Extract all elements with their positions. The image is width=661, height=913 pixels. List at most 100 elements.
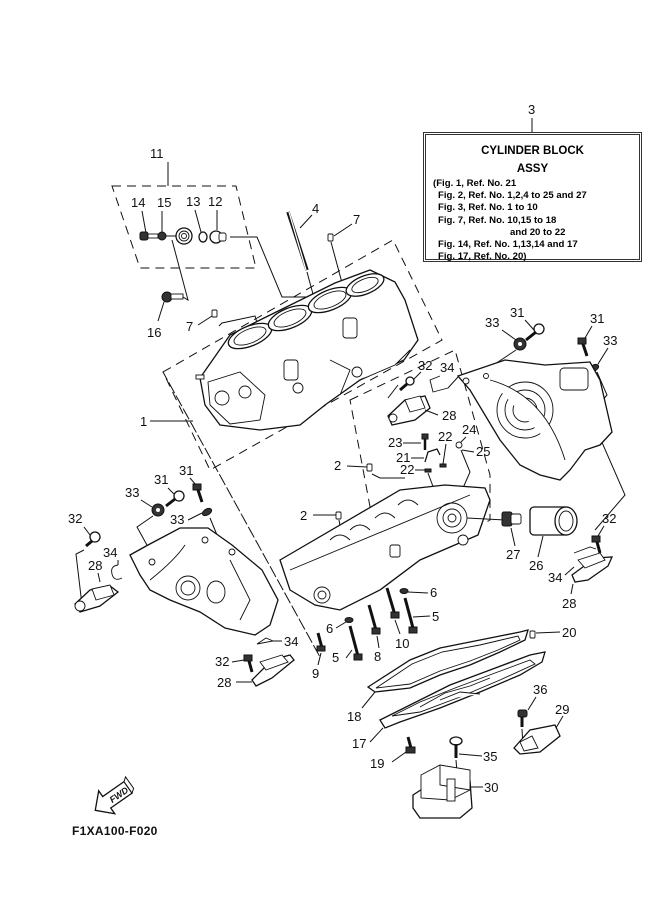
front-cover-icon — [129, 527, 279, 636]
bolt-16-icon — [161, 291, 184, 303]
info-line: Fig. 17, Ref. No. 20) — [438, 251, 527, 263]
crankcase-group-outline-lower — [162, 371, 321, 658]
bolt-8-icon — [367, 604, 381, 635]
bolt-32c-icon — [85, 531, 101, 548]
bolt-19-icon — [405, 736, 416, 754]
callout-31b: 31 — [590, 311, 604, 326]
leader-6a — [407, 591, 429, 594]
bolt-5a-icon — [403, 597, 418, 634]
o-ring-13-icon — [198, 231, 208, 243]
callout-27: 27 — [506, 547, 520, 562]
washer-6b-icon — [344, 617, 354, 623]
group-11-outline — [111, 185, 257, 269]
leader-27 — [510, 527, 516, 547]
info-title: CYLINDER BLOCK — [481, 145, 584, 157]
cylinder-block-icon — [195, 269, 419, 431]
protector-30-icon — [412, 764, 473, 819]
leader-10 — [394, 619, 401, 635]
leader-6b — [335, 621, 347, 629]
cap-24-icon — [455, 441, 463, 449]
info-line: and 20 to 22 — [510, 226, 566, 238]
callout-35: 35 — [483, 749, 497, 764]
callout-16: 16 — [147, 325, 161, 340]
leader-cover-to-16 — [171, 239, 189, 302]
leader-35 — [458, 753, 483, 757]
leader-13 — [194, 209, 202, 233]
bolt-32d-icon — [243, 654, 254, 673]
bolt-23-icon — [421, 433, 429, 450]
mount-28d-icon — [251, 654, 295, 687]
valve-12-icon — [209, 230, 227, 244]
callout-31a: 31 — [510, 305, 524, 320]
leader-28b — [570, 583, 574, 595]
leader-4 — [299, 214, 313, 229]
callout-34c: 34 — [103, 545, 117, 560]
oil-pan-17-icon — [379, 651, 546, 729]
seal-22b-icon — [424, 468, 432, 473]
fwd-arrow-icon: FWD — [94, 775, 135, 815]
leader-31c — [167, 487, 175, 495]
callout-21: 21 — [396, 450, 410, 465]
callout-12: 12 — [208, 194, 222, 209]
callout-11: 11 — [150, 146, 164, 161]
callout-15: 15 — [157, 195, 171, 210]
bolt-31b-icon — [577, 337, 589, 357]
leader-8 — [376, 635, 380, 649]
callout-8: 8 — [374, 649, 381, 664]
callout-30: 30 — [484, 780, 498, 795]
callout-36: 36 — [533, 682, 547, 697]
callout-33c: 33 — [125, 485, 139, 500]
callout-7b: 7 — [186, 319, 193, 334]
bolt-32a-icon — [399, 376, 415, 392]
pad-29-icon — [513, 724, 561, 755]
callout-32d: 32 — [215, 654, 229, 669]
info-line: Fig. 7, Ref. No. 10,15 to 18 — [438, 214, 557, 226]
leader-22a — [442, 443, 447, 465]
leader-24 — [460, 436, 467, 443]
leader-12-to-block — [230, 236, 320, 298]
washer-33a-icon — [513, 337, 527, 351]
mount-28b-icon — [571, 552, 614, 583]
callout-10: 10 — [395, 636, 409, 651]
callout-6a: 6 — [430, 585, 437, 600]
washer-15-icon — [157, 231, 167, 241]
leader-9 — [317, 652, 322, 666]
info-line: Fig. 3, Ref. No. 1 to 10 — [438, 202, 538, 214]
callout-31d: 31 — [179, 463, 193, 478]
leader-29 — [555, 715, 564, 729]
leader-5b — [345, 649, 353, 659]
leader-32a — [412, 371, 422, 381]
leader-19 — [391, 751, 407, 763]
leader-27-axis — [466, 517, 506, 521]
callout-32a: 32 — [418, 358, 432, 373]
bolt-5b-icon — [348, 625, 363, 661]
callout-23: 23 — [388, 435, 402, 450]
callout-34b: 34 — [548, 570, 562, 585]
bolt-31d-icon — [192, 483, 204, 503]
leader-34b — [564, 566, 575, 576]
clip-34d-icon — [256, 637, 275, 645]
info-subtitle: ASSY — [516, 163, 549, 175]
bolt-35-icon — [449, 736, 463, 758]
clip-34b-icon — [573, 546, 597, 554]
stud-bolt-4-icon — [286, 211, 309, 271]
callout-24: 24 — [462, 422, 476, 437]
callout-5a: 5 — [432, 609, 439, 624]
leader-17 — [369, 727, 384, 743]
leader-33c — [140, 499, 153, 508]
leader-7a — [333, 223, 353, 237]
leader-7b — [197, 315, 213, 326]
clip-34a-icon — [429, 375, 449, 393]
callout-18: 18 — [347, 709, 361, 724]
callout-32c: 32 — [68, 511, 82, 526]
seal-22a-icon — [439, 463, 447, 468]
valve-cover-icon — [175, 227, 193, 245]
callout-28c: 28 — [88, 558, 102, 573]
callout-28a: 28 — [442, 408, 456, 423]
dowel-block-icon — [195, 374, 205, 380]
rear-cover-icon — [456, 359, 613, 481]
leader-20 — [535, 631, 561, 634]
callout-29: 29 — [555, 702, 569, 717]
callout-26: 26 — [529, 558, 543, 573]
washer-33c-icon — [151, 503, 165, 517]
